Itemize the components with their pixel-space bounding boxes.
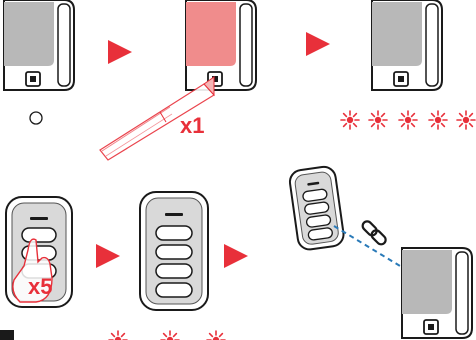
starburst-icon (160, 330, 180, 340)
pairing-link-line (333, 225, 411, 273)
starburst-icon (428, 110, 448, 130)
hand-tap-icon (12, 238, 53, 303)
press-count-label: x1 (180, 113, 204, 138)
starburst-icon (340, 110, 360, 130)
receiver-unit-3 (371, 0, 443, 91)
led-flash-row-bottom (108, 330, 226, 340)
starburst-icon (456, 110, 476, 130)
remote-control-3 (288, 165, 345, 251)
play-triangle-icon (306, 32, 330, 56)
led-off-icon (29, 111, 43, 125)
receiver-unit-4 (401, 247, 473, 339)
chain-link-icon (361, 220, 387, 246)
play-triangle-icon (224, 244, 248, 268)
starburst-icon (398, 110, 418, 130)
corner-marker (0, 330, 14, 340)
click-count-label: x5 (28, 274, 52, 299)
starburst-icon (206, 330, 226, 340)
pen-icon (99, 76, 215, 161)
play-triangle-icon (96, 244, 120, 268)
receiver-unit-2-lit (185, 0, 257, 91)
play-triangle-icon (108, 40, 132, 64)
led-flash-row (340, 110, 476, 130)
remote-control-2 (139, 191, 209, 311)
starburst-icon (108, 330, 128, 340)
receiver-unit-1 (3, 0, 75, 91)
starburst-icon (368, 110, 388, 130)
